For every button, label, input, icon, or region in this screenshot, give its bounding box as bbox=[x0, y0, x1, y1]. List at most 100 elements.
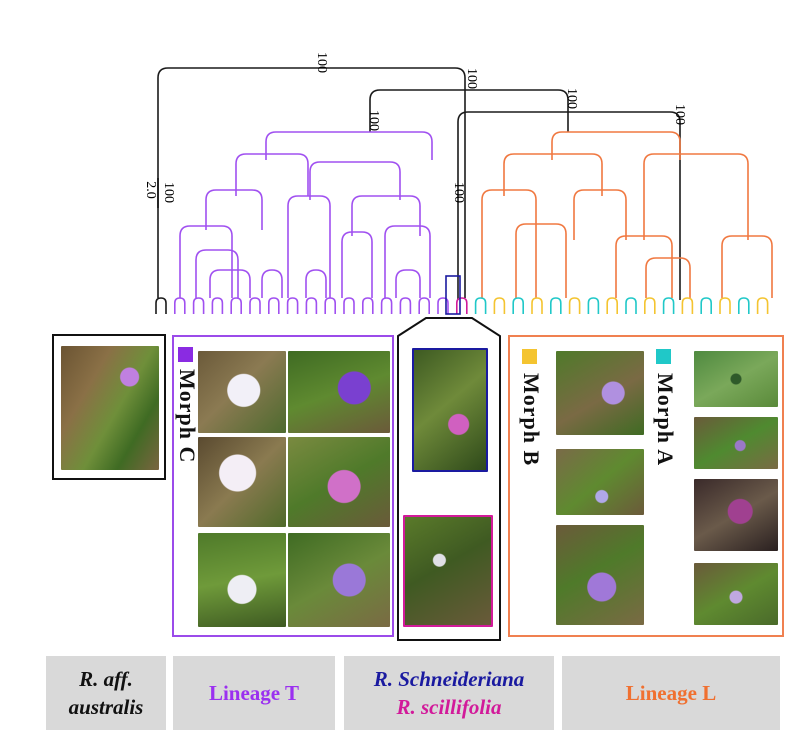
tip-marker bbox=[550, 297, 562, 314]
support-value: 100 bbox=[366, 110, 381, 131]
morph-a-swatch bbox=[656, 349, 671, 364]
lineage-l-branch bbox=[551, 131, 681, 160]
lineage-t-branch bbox=[384, 225, 431, 298]
species-label-box: R. Schneideriana R. scillifolia bbox=[344, 656, 554, 730]
lineage-t-label: Lineage T bbox=[208, 681, 300, 705]
tip-marker bbox=[738, 297, 750, 314]
morph-c-photo bbox=[198, 351, 286, 433]
lineage-t-branch bbox=[209, 269, 251, 298]
schneideriana-label: R. Schneideriana bbox=[373, 667, 525, 691]
lineage-t-branch bbox=[341, 231, 373, 298]
tip-marker bbox=[399, 297, 412, 314]
outgroup-branches bbox=[157, 67, 681, 300]
tip-marker bbox=[155, 297, 167, 314]
tip-marker bbox=[324, 297, 336, 314]
lineage-l-branch bbox=[515, 223, 567, 298]
lineage-l-branch bbox=[481, 189, 537, 298]
tip-marker bbox=[343, 297, 355, 314]
schneideriana-photo bbox=[412, 348, 488, 472]
lineage-l-branch bbox=[645, 257, 691, 298]
lineage-t-label-box: Lineage T bbox=[173, 656, 335, 730]
morph-b-swatch bbox=[522, 349, 537, 364]
scillifolia-label: R. scillifolia bbox=[396, 695, 502, 719]
morph-c-photo bbox=[198, 533, 286, 627]
tip-marker bbox=[456, 297, 468, 314]
lineage-l-branch bbox=[721, 235, 773, 298]
tip-marker bbox=[531, 297, 543, 314]
tip-marker bbox=[644, 297, 656, 314]
tip-markers bbox=[155, 275, 769, 315]
scillifolia-photo bbox=[403, 515, 493, 627]
support-value: 100 bbox=[672, 104, 687, 125]
scale-bar-label: 2.0 bbox=[143, 181, 158, 199]
tip-marker bbox=[268, 297, 280, 314]
tip-marker bbox=[230, 297, 242, 314]
morph-a-photo bbox=[694, 417, 778, 469]
lineage-l-label: Lineage L bbox=[625, 681, 717, 705]
tip-marker bbox=[380, 297, 393, 314]
support-value: 100 bbox=[464, 68, 479, 89]
outgroup-label-box: R. aff. australis bbox=[46, 656, 166, 730]
support-value: 100 bbox=[451, 182, 466, 203]
support-value: 100 bbox=[161, 182, 176, 203]
lineage-t-branch bbox=[351, 195, 421, 236]
lineage-l-label-box: Lineage L bbox=[562, 656, 780, 730]
lineage-l-branches bbox=[481, 131, 773, 298]
tip-marker bbox=[493, 297, 506, 314]
tip-marker bbox=[211, 297, 224, 314]
lineage-l-branch bbox=[615, 235, 673, 298]
tip-marker bbox=[437, 297, 449, 314]
scale-bar: 2.0 bbox=[143, 178, 159, 208]
morph-a-photo bbox=[694, 351, 778, 407]
support-values: 100 100 100 100 100 100 100 bbox=[161, 52, 687, 203]
tip-marker bbox=[174, 297, 186, 314]
lineage-t-branch bbox=[287, 195, 331, 298]
outgroup-label-line2: australis bbox=[68, 695, 144, 719]
morph-c-photo bbox=[288, 437, 390, 527]
phylogenetic-tree: 2.0 100 100 100 100 100 100 100 bbox=[143, 52, 773, 315]
outgroup-photo bbox=[61, 346, 159, 470]
morph-c-photo bbox=[288, 533, 390, 627]
lineage-l-branch bbox=[573, 189, 627, 240]
backbone-branch bbox=[457, 111, 681, 300]
support-value: 100 bbox=[564, 88, 579, 109]
morph-b-photo bbox=[556, 449, 644, 515]
lineage-t-branch bbox=[235, 153, 309, 196]
tip-marker bbox=[700, 297, 712, 314]
lineage-t-branch bbox=[305, 269, 327, 298]
morph-a-label: Morph A bbox=[653, 373, 678, 467]
lineage-t-branch bbox=[179, 225, 233, 298]
lineage-t-branch bbox=[205, 189, 263, 230]
lineage-l-branch bbox=[643, 153, 749, 240]
tip-marker bbox=[418, 297, 430, 314]
tip-marker bbox=[286, 297, 299, 314]
tip-marker bbox=[512, 297, 524, 314]
morph-c-photo bbox=[198, 437, 286, 527]
tip-marker bbox=[249, 297, 261, 314]
tip-marker bbox=[362, 297, 374, 314]
lineage-l-branch bbox=[503, 153, 603, 196]
lineage-t-panel: Morph C bbox=[172, 335, 394, 637]
tip-marker bbox=[568, 297, 581, 314]
outgroup-label-line1: R. aff. bbox=[79, 667, 133, 691]
tip-marker bbox=[625, 297, 637, 314]
root-branch bbox=[157, 67, 466, 298]
morph-c-swatch bbox=[178, 347, 193, 362]
lineage-t-branch bbox=[265, 131, 433, 160]
tip-marker bbox=[719, 297, 731, 314]
tip-marker bbox=[606, 297, 618, 314]
support-value: 100 bbox=[314, 52, 329, 73]
backbone-branch bbox=[369, 89, 569, 132]
lineage-t-branch bbox=[395, 269, 421, 298]
tip-marker bbox=[192, 297, 205, 314]
morph-b-label: Morph B bbox=[519, 373, 544, 467]
morph-a-photo bbox=[694, 479, 778, 551]
tip-marker bbox=[756, 297, 769, 314]
outgroup-panel bbox=[52, 334, 166, 480]
tip-marker bbox=[681, 297, 694, 314]
morph-a-photo bbox=[694, 563, 778, 625]
tip-marker bbox=[474, 297, 487, 314]
morph-b-photo bbox=[556, 525, 644, 625]
morph-c-label: Morph C bbox=[175, 369, 200, 464]
tip-marker bbox=[305, 297, 318, 314]
